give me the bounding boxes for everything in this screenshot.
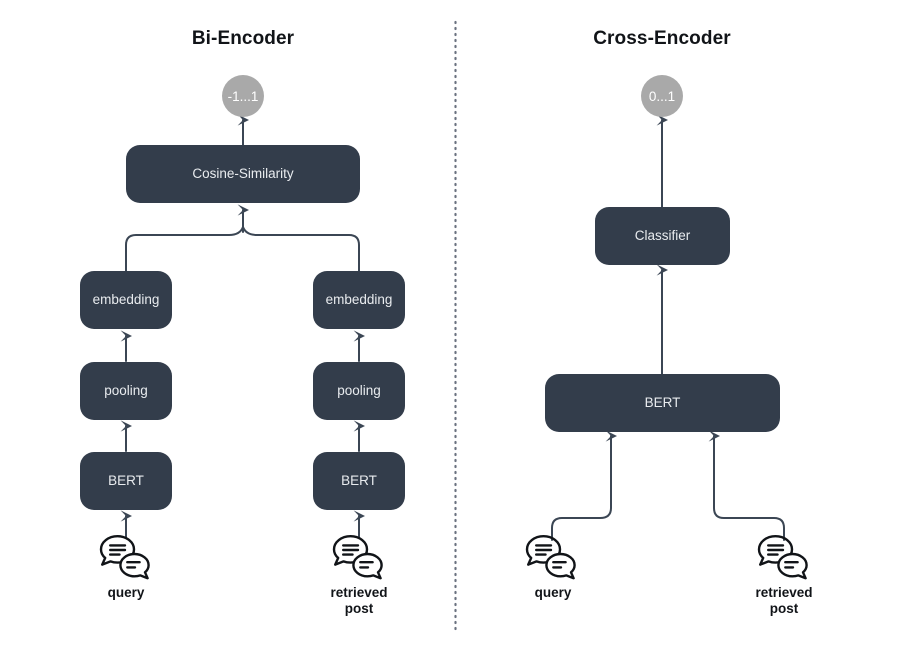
node-embedding-query[interactable]: embedding	[80, 271, 172, 329]
node-classifier[interactable]: Classifier	[595, 207, 730, 265]
score-badge-cross-encoder: 0...1	[641, 75, 683, 117]
input-label-post-bi: retrieved post	[330, 585, 388, 617]
node-pooling-query[interactable]: pooling	[80, 362, 172, 420]
chat-bubbles-icon	[331, 534, 387, 582]
panel-title-cross-encoder: Cross-Encoder	[593, 28, 731, 49]
input-label-query-cross: query	[534, 585, 572, 600]
node-bert-post[interactable]: BERT	[313, 452, 405, 510]
edge-embedding-right-to-merge	[242, 226, 360, 272]
chat-bubbles-icon	[756, 534, 812, 582]
score-badge-bi-encoder: -1...1	[222, 75, 264, 117]
node-embedding-post[interactable]: embedding	[313, 271, 405, 329]
edge-query-to-bert-cross	[551, 430, 617, 541]
node-pooling-post[interactable]: pooling	[313, 362, 405, 420]
chat-bubbles-icon	[98, 534, 154, 582]
node-cosine-similarity[interactable]: Cosine-Similarity	[126, 145, 360, 203]
chat-bubbles-icon	[524, 534, 580, 582]
node-bert-query[interactable]: BERT	[80, 452, 172, 510]
panel-title-bi-encoder: Bi-Encoder	[191, 28, 295, 49]
edge-embedding-left-to-merge	[125, 226, 244, 272]
input-label-post-cross: retrieved post	[755, 585, 813, 617]
node-bert-cross[interactable]: BERT	[545, 374, 780, 432]
input-label-query-bi: query	[107, 585, 145, 600]
edge-post-to-bert-cross	[708, 430, 785, 541]
